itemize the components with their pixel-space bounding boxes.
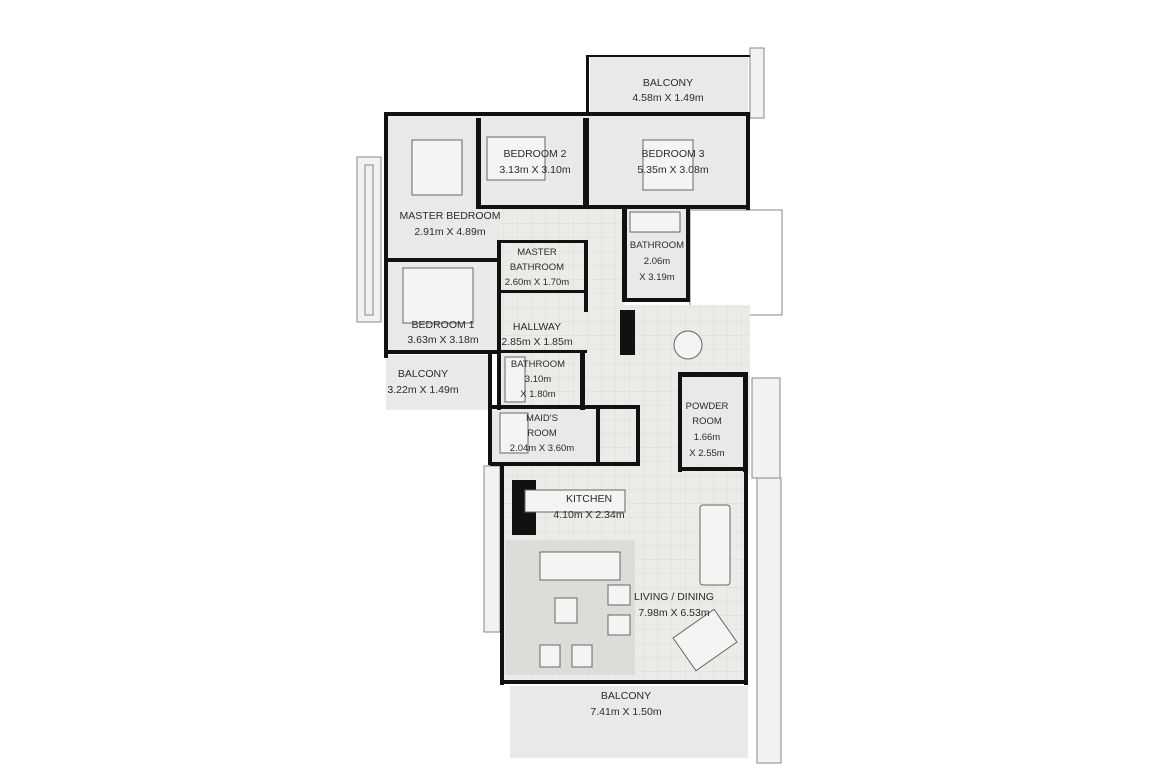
bathroom-right-size2: X 3.19m xyxy=(639,272,674,283)
maids-room-size: 2.04m X 3.60m xyxy=(510,443,575,454)
bedroom-1-name: BEDROOM 1 xyxy=(411,319,474,331)
bedroom-3-bed xyxy=(642,139,694,191)
living-dining-size: 7.98m X 6.53m xyxy=(638,607,709,619)
living-dining-name: LIVING / DINING xyxy=(634,591,714,603)
dining-table xyxy=(699,504,731,586)
exterior-strips xyxy=(356,47,783,764)
powder-room-size: 1.66m xyxy=(694,432,720,443)
bedroom-3-size: 5.35m X 3.08m xyxy=(637,164,708,176)
bathroom-mid-size2: X 1.80m xyxy=(520,389,555,400)
bedroom-2-bed xyxy=(486,136,546,181)
lounge-chair xyxy=(672,608,738,672)
balcony-top-name: BALCONY xyxy=(643,77,693,89)
walls xyxy=(384,55,750,685)
balcony-left-name: BALCONY xyxy=(398,368,448,380)
bedroom-2-size: 3.13m X 3.10m xyxy=(499,164,570,176)
master-bathroom-size: 2.60m X 1.70m xyxy=(505,277,570,288)
maid-bed xyxy=(499,412,529,454)
balcony-left-size: 3.22m X 1.49m xyxy=(387,384,458,396)
bathroom-right-size: 2.06m xyxy=(644,256,670,267)
kitchen-size: 4.10m X 2.34m xyxy=(553,509,624,521)
master-bed xyxy=(411,139,463,196)
kitchen-name: KITCHEN xyxy=(566,493,612,505)
balcony-bottom-size: 7.41m X 1.50m xyxy=(590,706,661,718)
bedroom-1-size: 3.63m X 3.18m xyxy=(407,334,478,346)
bathtub-mid xyxy=(504,356,526,403)
round-table xyxy=(673,330,703,360)
master-bedroom-size: 2.91m X 4.89m xyxy=(414,226,485,238)
maids-room-name: MAID'S xyxy=(526,413,558,424)
master-bathroom-name2: BATHROOM xyxy=(510,262,564,273)
master-bathroom-name: MASTER xyxy=(517,247,557,258)
bathroom-mid-name: BATHROOM xyxy=(511,359,565,370)
maids-room-name2: ROOM xyxy=(527,428,557,439)
bedroom-1-bed xyxy=(402,267,474,324)
bathtub xyxy=(629,211,681,233)
bathroom-right-name: BATHROOM xyxy=(630,240,684,251)
balcony-top-size: 4.58m X 1.49m xyxy=(632,92,703,104)
master-bedroom-name: MASTER BEDROOM xyxy=(400,210,501,222)
balcony-bottom-name: BALCONY xyxy=(601,690,651,702)
furniture xyxy=(402,136,738,672)
powder-room-name2: ROOM xyxy=(692,416,722,427)
sofa xyxy=(539,551,621,581)
bathroom-mid-size: 3.10m xyxy=(525,374,551,385)
light-well xyxy=(689,209,783,316)
hallway-size: 2.85m X 1.85m xyxy=(501,336,572,348)
hallway-name: HALLWAY xyxy=(513,321,561,333)
powder-room-size2: X 2.55m xyxy=(689,448,724,459)
powder-room-name: POWDER xyxy=(686,401,729,412)
bedroom-2-name: BEDROOM 2 xyxy=(503,148,566,160)
room-labels: BALCONY 4.58m X 1.49m BEDROOM 2 3.13m X … xyxy=(387,77,728,718)
bedroom-3-name: BEDROOM 3 xyxy=(641,148,704,160)
